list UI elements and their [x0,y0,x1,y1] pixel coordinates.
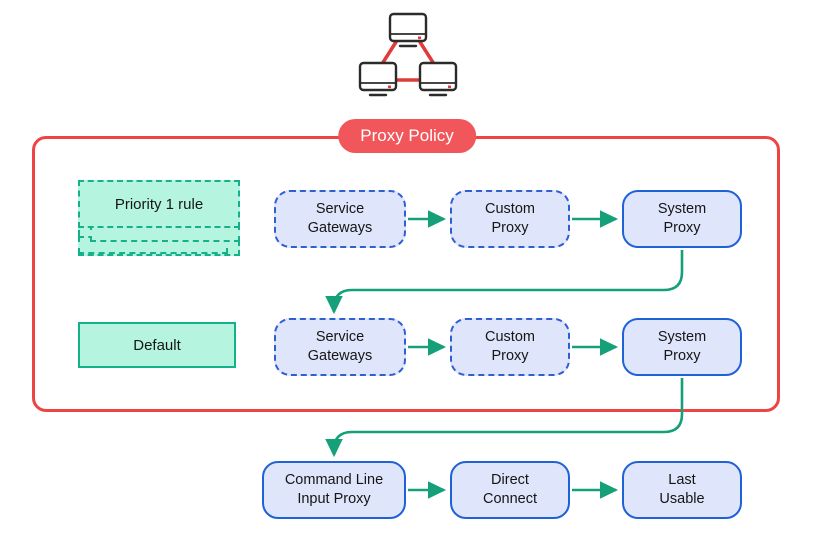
node-label-line2: Proxy [491,348,529,364]
node-system-proxy-1[interactable]: System Proxy [622,190,742,248]
node-label-line2: Proxy [663,220,701,236]
node-label-line1: Command Line [284,472,384,489]
node-custom-proxy-1[interactable]: Custom Proxy [450,190,570,248]
node-label-line1: System [657,201,707,218]
node-service-gateways-1[interactable]: Service Gateways [274,190,406,248]
node-label-line1: Direct [491,472,529,489]
node-label-line2: Proxy [491,220,529,236]
node-label-line1: Last [668,472,696,489]
proxy-policy-label: Proxy Policy [338,119,476,153]
node-label-line1: System [657,329,707,346]
node-direct-connect[interactable]: Direct Connect [450,461,570,519]
network-computers-icon [358,12,458,97]
node-system-proxy-2[interactable]: System Proxy [622,318,742,376]
node-last-usable[interactable]: Last Usable [622,461,742,519]
rule-priority-1-label: Priority 1 rule [78,180,240,228]
node-label-line1: Custom [485,201,535,218]
node-label-line1: Custom [485,329,535,346]
rule-default[interactable]: Default [78,322,236,368]
node-label-line2: Gateways [307,220,373,236]
rule-priority-1[interactable]: Priority 1 rule [78,180,240,256]
node-label-line1: Service [315,201,365,218]
node-label-line2: Connect [482,491,537,507]
node-label-line2: Input Proxy [297,491,371,507]
node-command-line-input-proxy[interactable]: Command Line Input Proxy [262,461,406,519]
node-custom-proxy-2[interactable]: Custom Proxy [450,318,570,376]
node-label-line2: Usable [659,491,705,507]
node-label-line1: Service [315,329,365,346]
node-label-line2: Gateways [307,348,373,364]
node-label-line2: Proxy [663,348,701,364]
node-service-gateways-2[interactable]: Service Gateways [274,318,406,376]
